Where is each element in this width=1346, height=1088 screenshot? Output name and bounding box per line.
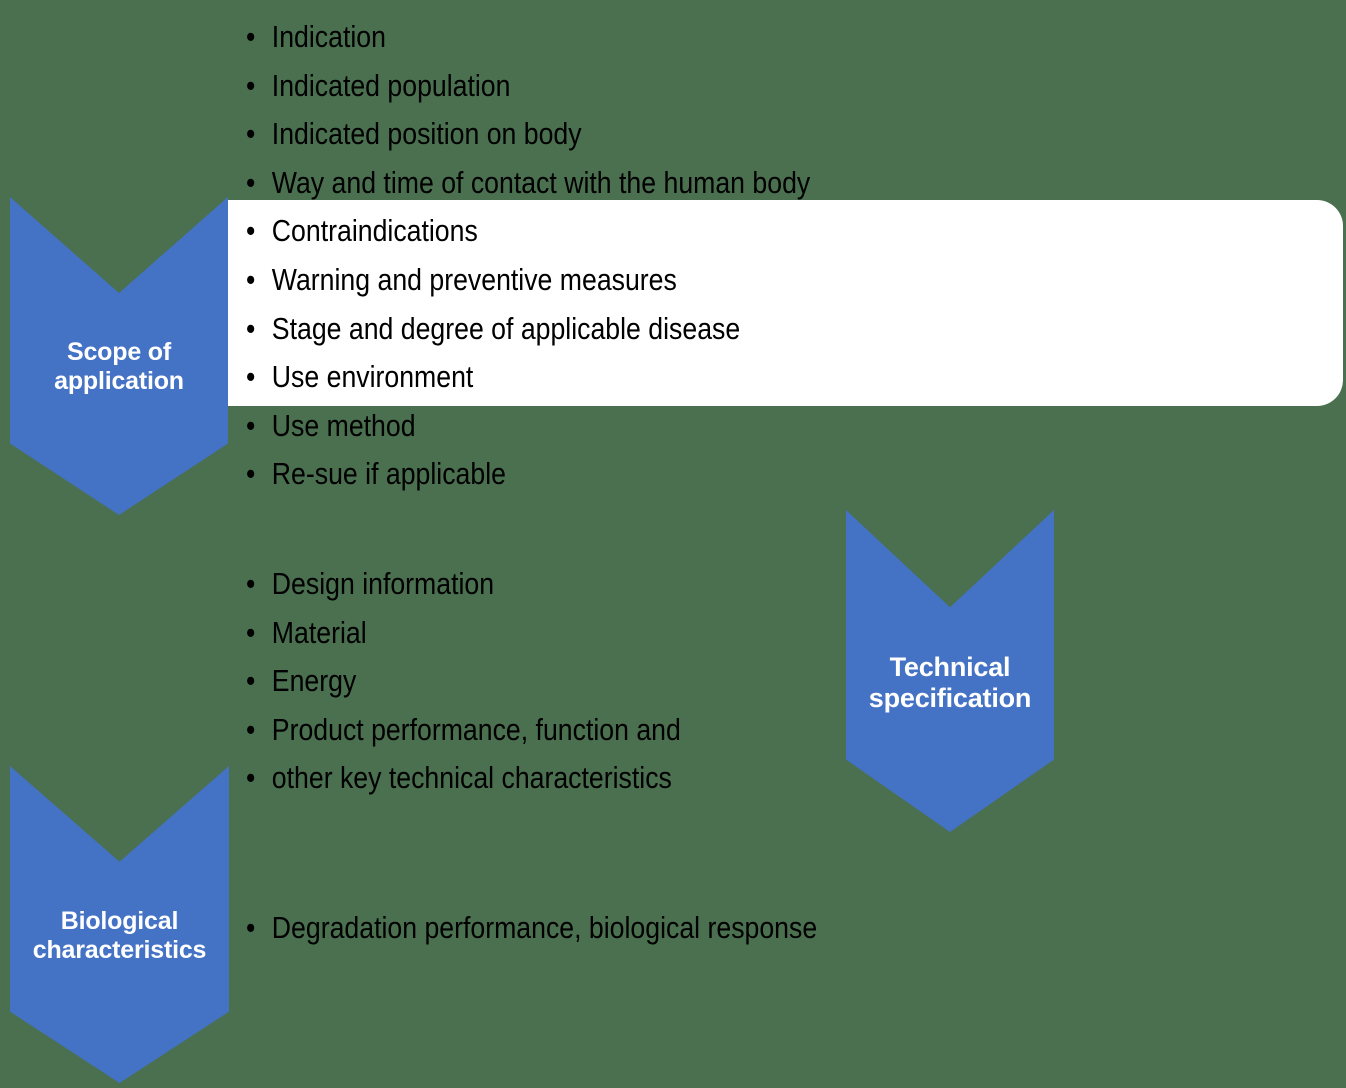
chevron-technical-specification-label: Technical specification bbox=[868, 651, 1032, 713]
list-item: Indicated position on body bbox=[246, 110, 810, 159]
chevron-scope-of-application-label: Scope of application bbox=[54, 338, 184, 395]
list-item: Design information bbox=[246, 560, 681, 609]
list-scope-of-application: Indication Indicated population Indicate… bbox=[246, 13, 902, 499]
chevron-biological-characteristics[interactable]: Biological characteristics bbox=[10, 766, 229, 1083]
list-technical-specification: Design information Material Energy Produ… bbox=[246, 560, 752, 803]
list-item: Energy bbox=[246, 657, 681, 706]
list-item: Stage and degree of applicable disease bbox=[246, 305, 810, 354]
list-biological-characteristics: Degradation performance, biological resp… bbox=[246, 904, 910, 953]
chevron-technical-specification[interactable]: Technical specification bbox=[846, 510, 1054, 832]
list-item: Use method bbox=[246, 402, 810, 451]
list-item: Warning and preventive measures bbox=[246, 256, 810, 305]
list-item: Indication bbox=[246, 13, 810, 62]
chevron-scope-of-application[interactable]: Scope of application bbox=[10, 197, 228, 515]
list-item: Contraindications bbox=[246, 207, 810, 256]
list-item: Way and time of contact with the human b… bbox=[246, 159, 810, 208]
list-item: Indicated population bbox=[246, 62, 810, 111]
list-item: Material bbox=[246, 609, 681, 658]
list-item: Degradation performance, biological resp… bbox=[246, 904, 817, 953]
list-item: Re-sue if applicable bbox=[246, 450, 810, 499]
list-item: Use environment bbox=[246, 353, 810, 402]
list-item: other key technical characteristics bbox=[246, 754, 681, 803]
list-item: Product performance, function and bbox=[246, 706, 681, 755]
chevron-biological-characteristics-label: Biological characteristics bbox=[32, 906, 207, 964]
